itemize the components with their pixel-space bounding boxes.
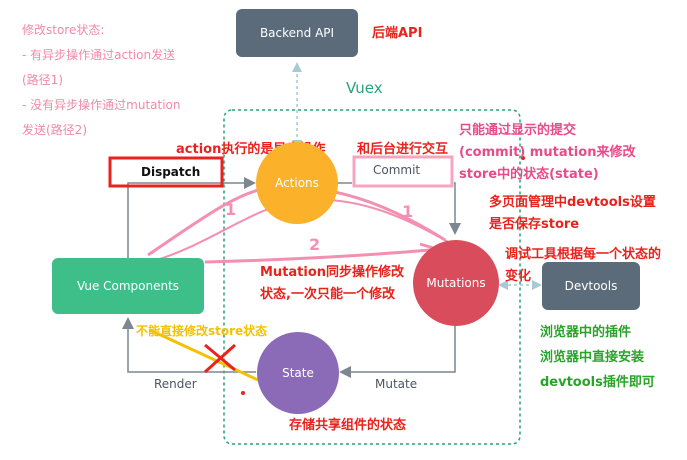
- commit-to-mutations: [449, 182, 461, 235]
- render-label: Render: [154, 377, 197, 391]
- state-node: State: [257, 332, 339, 414]
- dispatch-highlight: [108, 156, 224, 188]
- no-direct-note: 不能直接修改store状态: [136, 324, 268, 338]
- devtools-label: Devtools: [564, 279, 618, 293]
- path-2-line: [204, 248, 431, 264]
- modify-notes: 修改store状态: - 有异步操作通过action发送 (路径1) - 没有异…: [22, 18, 181, 143]
- no-direct-line: [149, 328, 259, 382]
- commit-line3: store中的状态(state): [459, 167, 599, 182]
- backend-note: 后端API: [372, 26, 423, 41]
- modify-path1: (路径1): [22, 73, 63, 87]
- actions-node: Actions: [256, 142, 338, 224]
- path-2-number: 2: [309, 235, 321, 254]
- state-to-components: [122, 317, 256, 373]
- components-to-dispatch: [127, 177, 256, 258]
- track-line2: 变化: [505, 269, 532, 284]
- devtools-line1: 多页面管理中devtools设置: [489, 195, 656, 210]
- red-cross-b: [203, 343, 237, 374]
- path-1a-number: 1: [225, 200, 237, 219]
- modify-title: 修改store状态:: [22, 23, 105, 37]
- track-note: 调试工具根据每一个状态的 变化: [505, 244, 661, 288]
- commit-label: Commit: [373, 163, 421, 177]
- backend-interact-note: 和后台进行交互: [357, 142, 449, 157]
- red-dot-small: [521, 156, 525, 160]
- devtools-box: Devtools: [542, 262, 640, 310]
- mutations-label: Mutations: [426, 276, 486, 290]
- mutation-note: Mutation同步操作修改 状态,一次只能一个修改: [260, 262, 404, 306]
- mutations-node: Mutations: [413, 240, 499, 326]
- red-dot: [241, 391, 245, 395]
- commit-note: 只能通过显示的提交 (commit) mutation来修改 store中的状态…: [459, 120, 635, 186]
- modify-sync: - 没有异步操作通过mutation: [22, 98, 181, 112]
- plugin-note: 浏览器中的插件 浏览器中直接安装 devtools插件即可: [540, 320, 655, 395]
- backend-api-box: Backend API: [236, 9, 358, 57]
- actions-label: Actions: [275, 176, 319, 190]
- state-note: 存储共享组件的状态: [289, 418, 407, 433]
- commit-line1: 只能通过显示的提交: [459, 123, 577, 138]
- dispatch-label: Dispatch: [141, 165, 201, 179]
- track-line1: 调试工具根据每一个状态的: [505, 247, 662, 262]
- path-1b-number: 1: [402, 202, 414, 221]
- vue-components-label: Vue Components: [76, 279, 180, 293]
- plugin-line3: devtools插件即可: [540, 375, 655, 390]
- plugin-line1: 浏览器中的插件: [540, 325, 632, 340]
- mutate-label: Mutate: [375, 377, 418, 391]
- commit-line2: (commit) mutation来修改: [459, 145, 636, 160]
- commit-highlight: [352, 155, 454, 188]
- state-label: State: [282, 366, 314, 380]
- modify-async: - 有异步操作通过action发送: [22, 48, 176, 62]
- devtools-setting-note: 多页面管理中devtools设置 是否保存store: [489, 192, 656, 236]
- modify-path2: 发送(路径2): [22, 123, 87, 137]
- devtools-line2: 是否保存store: [489, 217, 580, 232]
- vuex-container: [223, 109, 521, 445]
- plugin-line2: 浏览器中直接安装: [540, 350, 645, 365]
- vue-components-box: Vue Components: [52, 258, 204, 314]
- mutations-to-state: [339, 320, 456, 378]
- mutation-line1: Mutation同步操作修改: [260, 265, 405, 280]
- vuex-label: Vuex: [346, 79, 383, 97]
- backend-api-label: Backend API: [259, 26, 335, 40]
- mutation-line2: 状态,一次只能一个修改: [260, 287, 395, 302]
